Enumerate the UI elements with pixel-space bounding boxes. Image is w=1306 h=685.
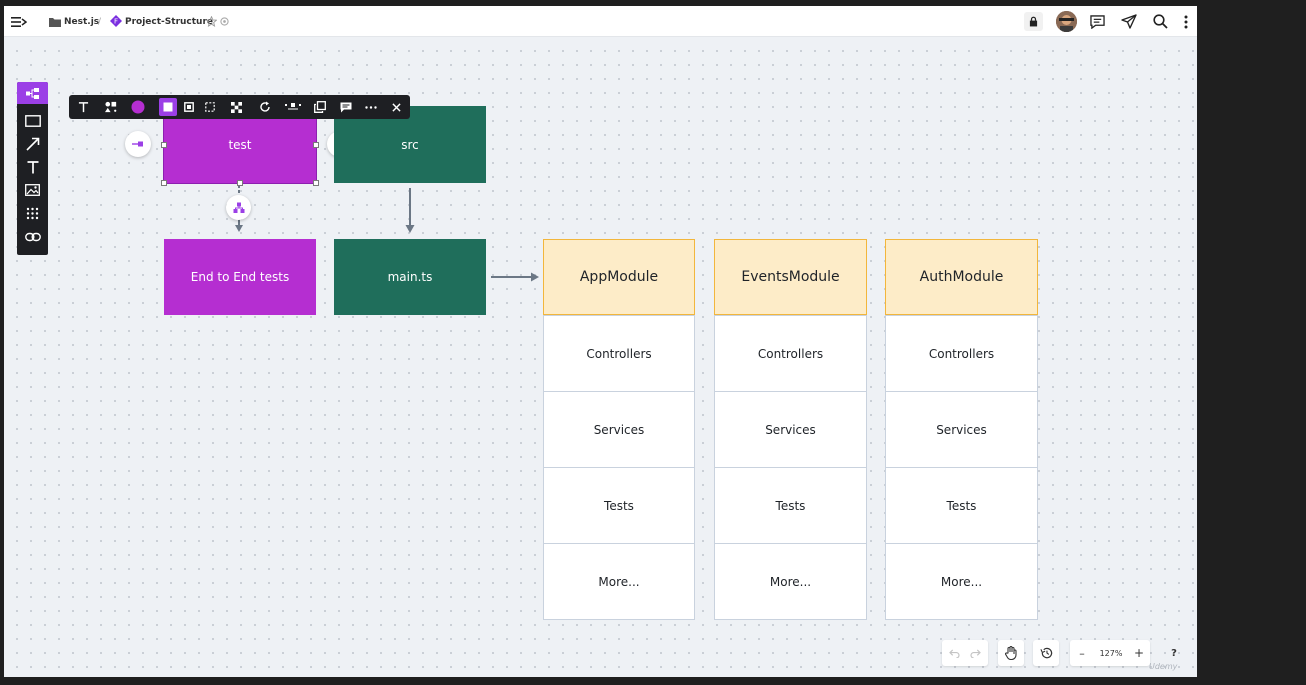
templates-icon[interactable] [17,82,48,104]
board-app: Nest.js / F Project-Structure [4,6,1197,677]
module-row[interactable]: Services [543,391,695,468]
board-canvas[interactable]: test src End to End tests main.ts AppMod… [4,38,1197,677]
module-row[interactable]: Tests [885,467,1038,544]
module-row[interactable]: Controllers [714,315,867,392]
more-horizontal-icon[interactable] [362,98,380,116]
close-icon[interactable] [387,98,405,116]
image-tool-icon[interactable] [17,179,48,201]
more-vertical-icon[interactable] [1181,13,1191,30]
avatar[interactable] [1056,11,1077,32]
status-icon [219,16,229,26]
svg-text:F: F [114,18,118,26]
zoom-out-button[interactable]: – [1079,646,1085,660]
module-row[interactable]: More... [543,543,695,620]
connector-main-appmodule[interactable] [491,272,539,282]
history-icon[interactable] [1033,640,1059,666]
connectors [235,185,539,282]
top-bar: Nest.js / F Project-Structure [4,6,1197,37]
lock-icon[interactable] [1024,12,1043,31]
module-title[interactable]: AuthModule [885,239,1038,315]
shape-type-icon[interactable] [102,98,120,116]
module-row[interactable]: Tests [543,467,695,544]
sticky-main-ts[interactable]: main.ts [334,239,486,315]
zoom-group: – 127% + [1070,640,1150,666]
undo-icon[interactable] [944,640,965,666]
module-row[interactable]: More... [714,543,867,620]
style-outline-icon[interactable] [180,98,198,116]
resize-handle[interactable] [313,180,319,186]
resize-handle[interactable] [161,180,167,186]
star-icon[interactable] [205,15,217,27]
udemy-watermark: Udemy [1149,662,1178,671]
comments-icon[interactable] [1089,13,1106,30]
search-icon[interactable] [1152,13,1169,30]
module-title[interactable]: AppModule [543,239,695,315]
connect-bottom-button[interactable] [226,195,251,220]
history-group [1033,640,1059,666]
module-title[interactable]: EventsModule [714,239,867,315]
paper-plane-icon[interactable] [1120,13,1138,30]
resize-handle[interactable] [237,180,243,186]
arrow-tool-icon[interactable] [17,133,48,155]
board-title[interactable]: Project-Structure [125,16,213,27]
style-dashed-icon[interactable] [201,98,219,116]
hand-icon[interactable] [998,640,1024,666]
fill-color-icon[interactable] [129,98,147,116]
resize-handle[interactable] [161,142,167,148]
module-row[interactable]: Tests [714,467,867,544]
module-row[interactable]: Controllers [543,315,695,392]
help-button[interactable]: ? [1171,647,1177,659]
zoom-level[interactable]: 127% [1099,648,1123,658]
link-tool-icon[interactable] [17,226,48,248]
rectangle-tool-icon[interactable] [17,110,48,132]
duplicate-icon[interactable] [311,98,329,116]
sticky-e2e-tests[interactable]: End to End tests [164,239,316,315]
module-row[interactable]: Services [885,391,1038,468]
rotate-icon[interactable] [256,98,274,116]
module-row[interactable]: Controllers [885,315,1038,392]
module-row[interactable]: More... [885,543,1038,620]
hand-tool-group [998,640,1024,666]
grid-tool-icon[interactable] [17,202,48,224]
distribute-icon[interactable] [283,98,303,116]
help-group: ? [1161,640,1187,666]
comment-icon[interactable] [337,98,355,116]
menu-icon[interactable] [10,13,28,30]
undo-redo-group [942,640,988,666]
folder-icon [48,15,62,28]
style-filled-icon[interactable] [159,98,177,116]
board-icon: F [110,15,122,27]
connector-src-main[interactable] [405,188,415,233]
breadcrumb-folder[interactable]: Nest.js [64,16,100,27]
resize-handle[interactable] [313,142,319,148]
redo-icon[interactable] [965,640,986,666]
text-tool-icon[interactable] [17,156,48,178]
opacity-icon[interactable] [227,98,245,116]
connect-left-button[interactable] [125,131,151,157]
module-row[interactable]: Services [714,391,867,468]
breadcrumb-separator: / [98,16,102,27]
context-toolbar [69,95,410,119]
zoom-in-button[interactable]: + [1133,646,1145,660]
text-format-icon[interactable] [74,98,92,116]
tools-sidebar [17,82,48,255]
